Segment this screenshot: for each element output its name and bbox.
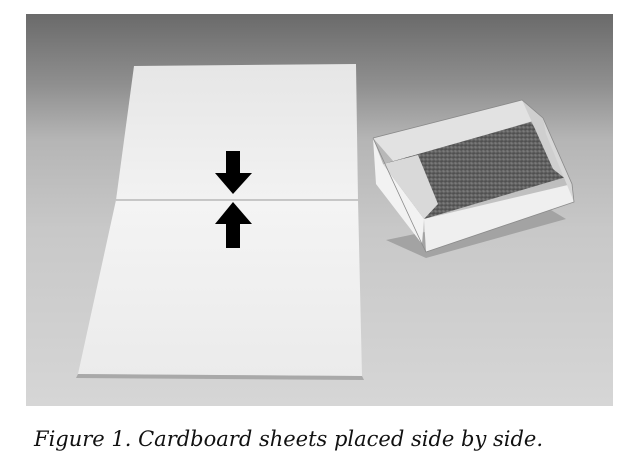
sand-filled-box (372, 99, 575, 258)
arrow-down-icon (215, 151, 252, 194)
sheet-shadow (76, 374, 364, 380)
arrow-up-icon (215, 202, 252, 248)
figure-photo (26, 14, 613, 406)
cardboard-sheet-bottom (78, 200, 362, 376)
figure-caption: Figure 1. Cardboard sheets placed side b… (34, 427, 544, 451)
cardboard-sheet-top (116, 64, 358, 200)
photo-canvas (26, 14, 613, 406)
